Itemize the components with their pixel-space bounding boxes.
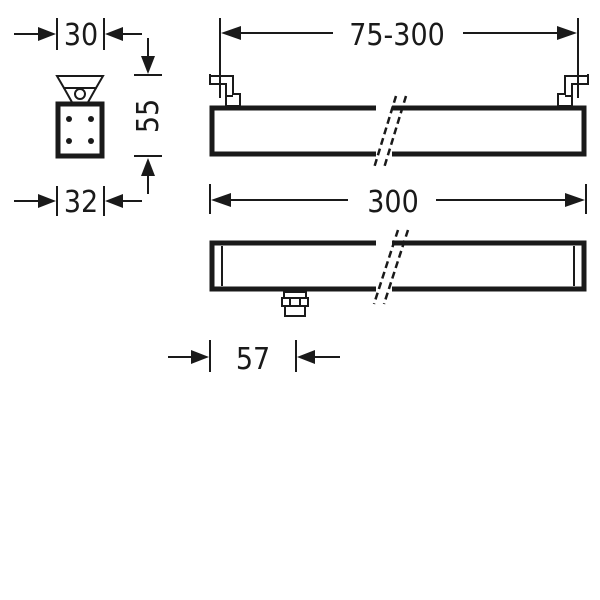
front-view: 300 57 <box>168 184 587 377</box>
right-mount-bracket <box>557 74 589 107</box>
end-view: 30 55 32 <box>14 18 166 220</box>
end-view-housing <box>55 101 105 159</box>
top-view: 75-300 <box>209 18 589 169</box>
front-view-break-lines <box>372 229 410 305</box>
dim-gland-offset: 57 <box>168 340 340 377</box>
dim-height: 55 <box>131 38 166 194</box>
dim-width-bottom-label: 32 <box>64 185 98 220</box>
left-mount-bracket <box>209 74 241 107</box>
dim-width-top-label: 30 <box>64 18 98 53</box>
dim-height-label: 55 <box>131 99 166 133</box>
front-view-housing <box>209 240 587 292</box>
dim-body-length: 300 <box>209 184 587 220</box>
end-view-bracket <box>55 75 105 105</box>
top-view-break-lines <box>372 95 408 169</box>
dim-gland-offset-label: 57 <box>236 342 270 377</box>
dim-width-bottom: 32 <box>14 185 142 220</box>
end-view-screws <box>66 116 94 144</box>
top-view-housing <box>209 105 587 157</box>
dim-mount-distance: 75-300 <box>219 18 579 98</box>
dim-width-top: 30 <box>14 18 142 53</box>
dim-mount-distance-label: 75-300 <box>349 18 445 53</box>
cable-gland <box>281 291 309 317</box>
dim-body-length-label: 300 <box>367 185 419 220</box>
